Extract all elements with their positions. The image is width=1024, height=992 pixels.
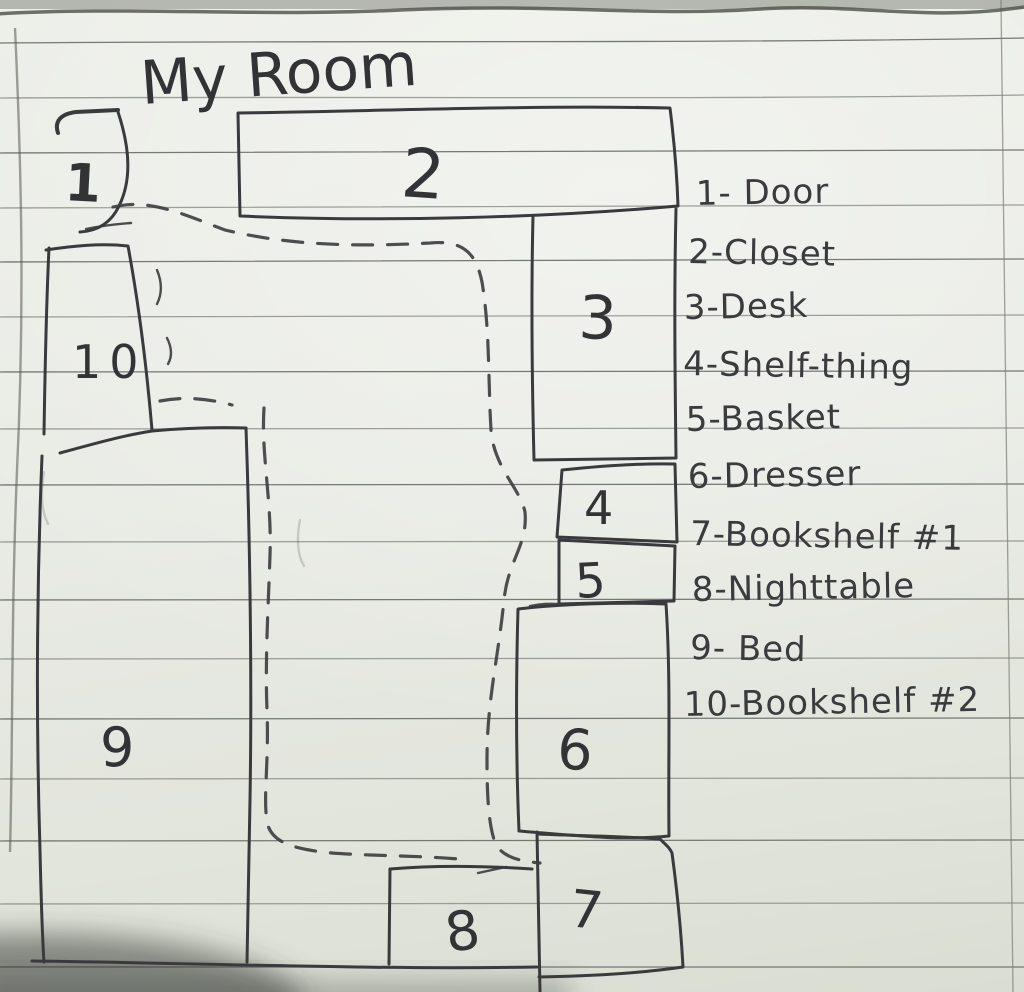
legend-item-desk: 3-Desk [683, 286, 808, 328]
closet-number: 2 [399, 134, 448, 216]
legend-item-closet: 2-Closet [688, 232, 837, 275]
shelf-thing-number: 4 [584, 481, 613, 535]
closet-outline [236, 105, 680, 221]
dresser-number: 6 [555, 717, 595, 784]
bookshelf-2-number: 10 [72, 335, 147, 389]
bottom-shadow [0, 980, 570, 992]
legend-item-bookshelf-1: 7-Bookshelf #1 [690, 514, 965, 559]
bookshelf-2-outline [42, 243, 173, 436]
page-title: My Room [138, 30, 419, 119]
margin-line [1000, 0, 1014, 992]
bookshelf-1-outline [535, 830, 685, 992]
legend-item-bookshelf-2: 10-Bookshelf #2 [683, 680, 980, 725]
basket-number: 5 [574, 552, 607, 610]
legend: 1- Door 2-Closet 3-Desk 4-Shelf-thing 5-… [683, 172, 981, 725]
legend-item-door: 1- Door [695, 172, 829, 214]
paper-top-edge [0, 5, 1024, 16]
legend-item-nighttable: 8-Nighttable [691, 566, 915, 610]
walkway-dashed-path [111, 202, 542, 875]
shelf-thing-outline [555, 462, 679, 544]
legend-item-dresser: 6-Dresser [687, 454, 861, 497]
legend-item-shelf-thing: 4-Shelf-thing [683, 344, 914, 388]
bed-number: 9 [100, 716, 134, 779]
legend-item-basket: 5-Basket [685, 397, 841, 440]
desk-number: 3 [577, 283, 618, 354]
pencil-smudges [40, 470, 306, 568]
nighttable-outline [30, 864, 539, 970]
nighttable-number: 8 [441, 898, 484, 965]
legend-item-bed: 9- Bed [690, 628, 807, 670]
paper-left-edge [8, 27, 23, 853]
bookshelf-1-number: 7 [567, 879, 606, 942]
bed-outline [36, 426, 253, 964]
dresser-outline [515, 601, 671, 840]
paper-top-shadow [0, 0, 1024, 9]
door-number: 1 [63, 153, 102, 215]
desk-outline [530, 207, 678, 462]
